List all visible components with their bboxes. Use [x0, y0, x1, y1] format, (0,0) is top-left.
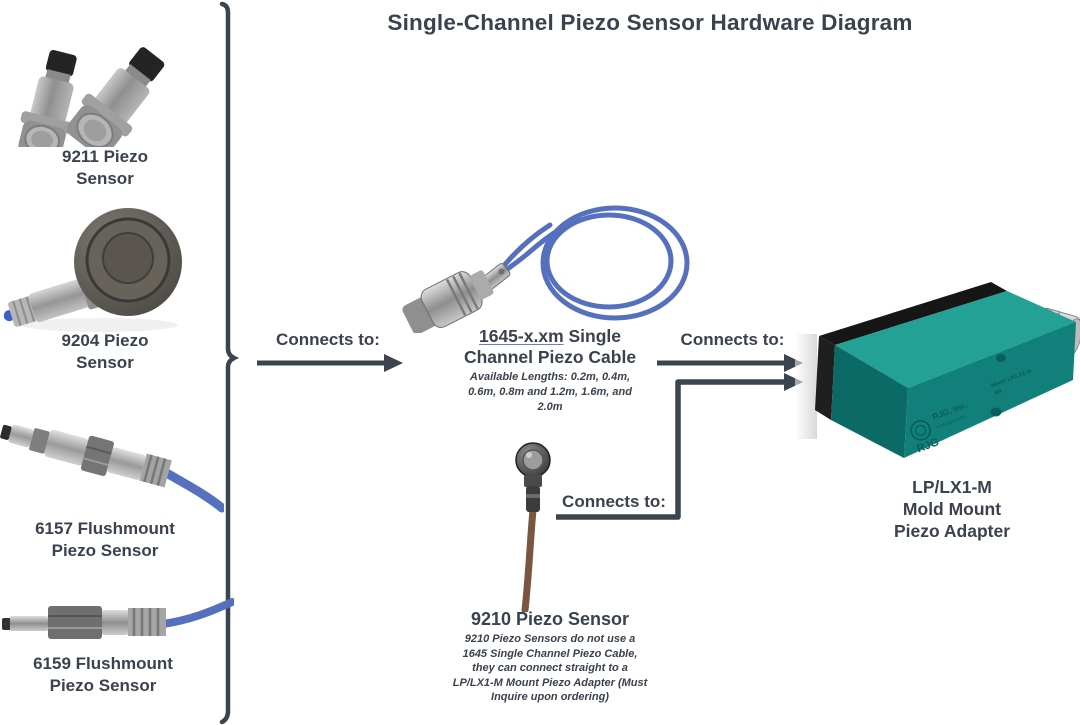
cable-1645-title-rest: Single — [563, 326, 622, 346]
adapter-hole-bottom — [990, 407, 1002, 417]
arrowhead-sensors-to-cable — [384, 354, 403, 372]
sensor-9211-image — [18, 47, 165, 147]
adapter-top-face — [835, 291, 1076, 388]
adapter-mount-plate-side — [815, 336, 835, 420]
adapter-lplx1m-image: RJG RJG, Inc. www.rjginc.com Model LP/LX… — [795, 282, 1080, 458]
cable-1645-title: 1645-x.xm Single Channel Piezo Cable — [420, 326, 680, 368]
sensor-6157-image — [0, 424, 224, 513]
adapter-shadow — [795, 334, 817, 439]
rjg-logo-inner-icon — [915, 424, 927, 436]
page-title: Single-Channel Piezo Sensor Hardware Dia… — [387, 10, 913, 35]
adapter-front-face — [904, 322, 1076, 458]
sensor-6159-image — [2, 598, 234, 639]
sensor-9204-image — [3, 208, 182, 332]
sensor-6159-label: 6159 Flushmount Piezo Sensor — [33, 654, 173, 695]
adapter-print-sn: SN — [993, 388, 1002, 396]
cable-1645-title-line1: 1645-x.xm Single — [420, 326, 680, 347]
adapter-lplx1m-label: LP/LX1-M Mold Mount Piezo Adapter — [893, 477, 1011, 541]
adapter-end-face — [831, 345, 908, 458]
connects-label-9210: Connects to: — [562, 492, 666, 511]
sensor-9211-label: 9211 Piezo Sensor — [61, 147, 148, 188]
connects-label-sensors: Connects to: — [276, 330, 380, 349]
sensor-6157-label: 6157 Flushmount Piezo Sensor — [35, 519, 175, 560]
sensor-9204-label: 9204 Piezo Sensor — [61, 331, 149, 372]
cable-1645-link[interactable]: 1645-x.xm — [478, 326, 564, 346]
connects-label-cable: Connects to: — [680, 330, 785, 349]
cable-1645-lengths-note: Available Lengths: 0.2m, 0.4m, 0.6m, 0.8… — [468, 371, 632, 413]
sensor-9210-image — [515, 442, 551, 612]
sensor-9210-note: 9210 Piezo Sensors do not use a 1645 Sin… — [452, 633, 648, 703]
cable-1645-image — [402, 205, 690, 333]
rjg-logo-icon — [910, 420, 931, 441]
cable-1645-title-line2: Channel Piezo Cable — [463, 347, 637, 367]
adapter-mount-plate — [819, 282, 1007, 345]
sensor-9210-label: 9210 Piezo Sensor — [470, 609, 630, 629]
adapter-hole-top — [996, 354, 1006, 362]
